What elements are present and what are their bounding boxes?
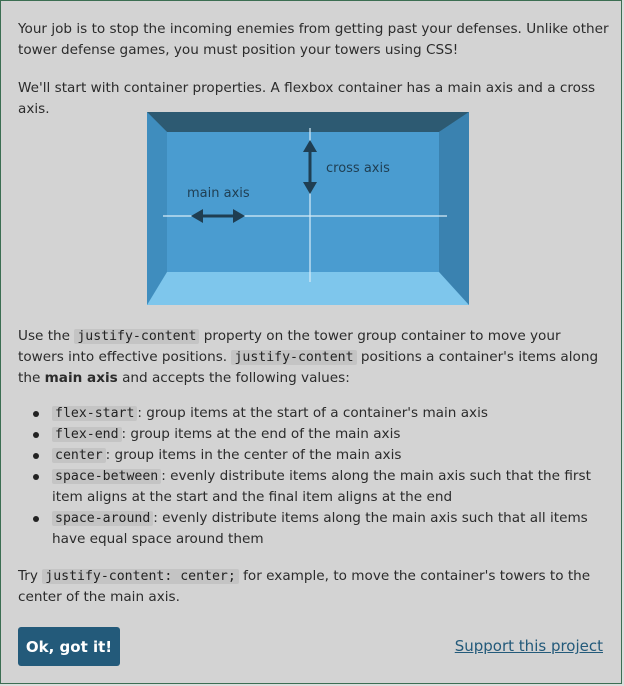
list-item: space-between: evenly distribute items a…	[18, 466, 610, 508]
code-justify-content: justify-content	[231, 350, 357, 365]
diagram-left-bevel	[147, 112, 167, 305]
list-item: space-around: evenly distribute items al…	[18, 508, 610, 550]
diagram-bottom-bevel	[147, 272, 469, 305]
list-item: center: group items in the center of the…	[18, 445, 610, 466]
diagram-top-bevel	[147, 112, 469, 132]
intro-paragraph: Your job is to stop the incoming enemies…	[18, 21, 609, 58]
usage-paragraph: Use the justify-content property on the …	[18, 328, 599, 386]
list-item: flex-end: group items at the end of the …	[18, 424, 610, 445]
list-item: flex-start: group items at the start of …	[18, 403, 610, 424]
container-intro-paragraph: We'll start with container properties. A…	[18, 80, 596, 117]
support-project-link[interactable]: Support this project	[454, 637, 603, 655]
code-justify-content: justify-content	[74, 329, 200, 344]
try-it-paragraph: Try justify-content: center; for example…	[18, 568, 591, 605]
cross-axis-arrow	[303, 140, 317, 194]
main-axis-label: main axis	[187, 186, 250, 201]
bullet-icon	[33, 432, 39, 438]
bullet-icon	[33, 516, 39, 522]
cross-axis-label: cross axis	[326, 161, 390, 176]
diagram-inner-face	[167, 132, 439, 272]
bullet-icon	[33, 411, 39, 417]
bullet-icon	[33, 474, 39, 480]
diagram-right-bevel	[439, 112, 469, 305]
flexbox-axis-diagram: main axis cross axis	[147, 112, 469, 305]
code-example: justify-content: center;	[42, 569, 239, 584]
bullet-icon	[33, 453, 39, 459]
values-list: flex-start: group items at the start of …	[18, 403, 610, 550]
ok-got-it-button[interactable]: Ok, got it!	[18, 627, 120, 666]
main-axis-arrow	[191, 209, 245, 223]
